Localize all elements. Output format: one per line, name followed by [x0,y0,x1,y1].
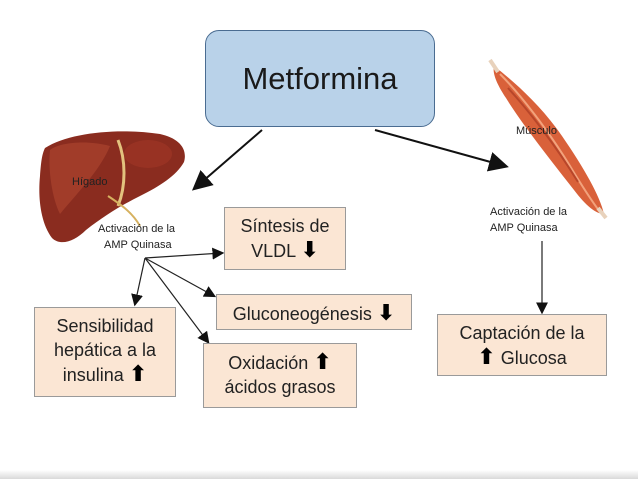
arrow-down-icon: ⬇ [300,237,319,262]
sensitivity-line2: hepática a la [53,340,157,360]
gluconeogenesis-box: Gluconeogénesis ⬇ [216,294,412,330]
metformina-node: Metformina [205,30,435,127]
muscle-label: Músculo [516,125,557,137]
arrow-to-muscle [374,129,509,172]
arrow-up-icon: ⬆ [128,361,148,386]
vldl-line2: VLDL [251,241,296,261]
oxidation-box: Oxidación ⬆ ácidos grasos [203,343,357,408]
muscle-illustration [488,58,608,220]
oxidation-line1: Oxidación [228,353,309,373]
liver-ampk-line2: AMP Quinasa [104,239,172,251]
arrow-to-gluconeogenesis [144,257,217,298]
vldl-line1: Síntesis de [240,216,330,236]
arrow-to-oxidation [144,257,210,344]
liver-label: Hígado [72,176,108,188]
glucose-uptake-box: Captación de la ⬆ Glucosa [437,314,607,376]
sensitivity-line3: insulina [62,365,124,385]
muscle-ampk-line1: Activación de la [490,206,568,218]
glucose-uptake-line2: Glucosa [500,348,567,368]
glucose-uptake-line1: Captación de la [459,323,585,343]
muscle-ampk-line2: AMP Quinasa [490,222,558,234]
footer-divider [0,470,638,479]
arrow-to-liver [191,129,263,191]
arrow-down-icon: ⬇ [376,300,396,325]
oxidation-line2: ácidos grasos [224,377,336,397]
arrow-to-sensitivity [131,257,146,307]
liver-ampk-line1: Activación de la [98,223,176,235]
arrow-up-icon: ⬆ [477,344,496,369]
sensitivity-line1: Sensibilidad [56,316,154,336]
vldl-box: Síntesis de VLDL ⬇ [224,207,346,270]
arrow-up-icon: ⬆ [313,349,332,374]
sensitivity-box: Sensibilidad hepática a la insulina ⬆ [34,307,176,397]
gluconeogenesis-label: Gluconeogénesis [232,304,372,324]
metformina-label: Metformina [242,60,398,96]
liver-illustration [39,131,185,243]
arrow-to-vldl [144,247,225,260]
